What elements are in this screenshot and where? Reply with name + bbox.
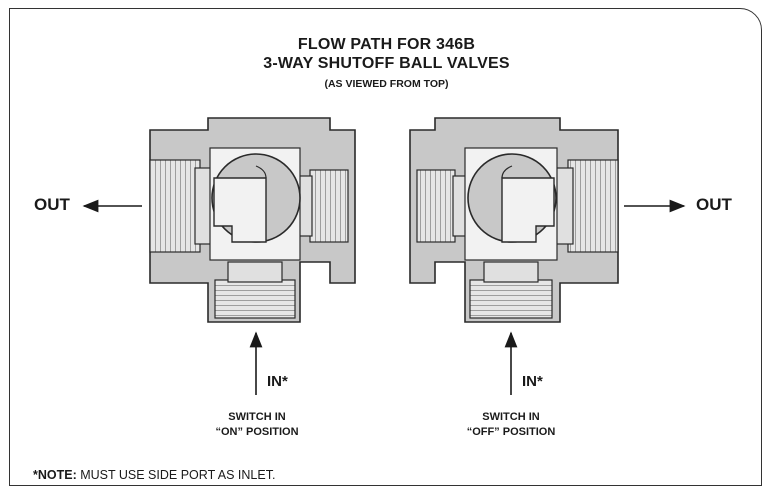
left-outlet-label: OUT xyxy=(34,195,70,214)
diagram-frame xyxy=(9,8,762,486)
right-switch-caption: SWITCH IN “OFF” POSITION xyxy=(431,410,591,440)
footnote-text: MUST USE SIDE PORT AS INLET. xyxy=(76,468,276,482)
diagram-title: FLOW PATH FOR 346B xyxy=(297,36,476,53)
diagram-view-note: (AS VIEWED FROM TOP) xyxy=(324,78,449,90)
left-switch-line1: SWITCH IN xyxy=(228,411,286,423)
right-switch-line1: SWITCH IN xyxy=(482,411,540,423)
right-valve-ball xyxy=(467,153,557,243)
right-outlet-label: OUT xyxy=(696,195,732,214)
diagram-subtitle: 3-WAY SHUTOFF BALL VALVES xyxy=(263,55,510,72)
footnote-prefix: *NOTE: xyxy=(33,468,77,482)
right-switch-line2: “OFF” POSITION xyxy=(466,426,556,438)
footnote: *NOTE: MUST USE SIDE PORT AS INLET. xyxy=(33,468,275,482)
left-switch-line2: “ON” POSITION xyxy=(215,426,299,438)
left-inlet-label: IN* xyxy=(267,373,288,390)
left-switch-caption: SWITCH IN “ON” POSITION xyxy=(177,410,337,440)
right-inlet-label: IN* xyxy=(522,373,543,390)
left-valve-ball xyxy=(211,153,301,243)
